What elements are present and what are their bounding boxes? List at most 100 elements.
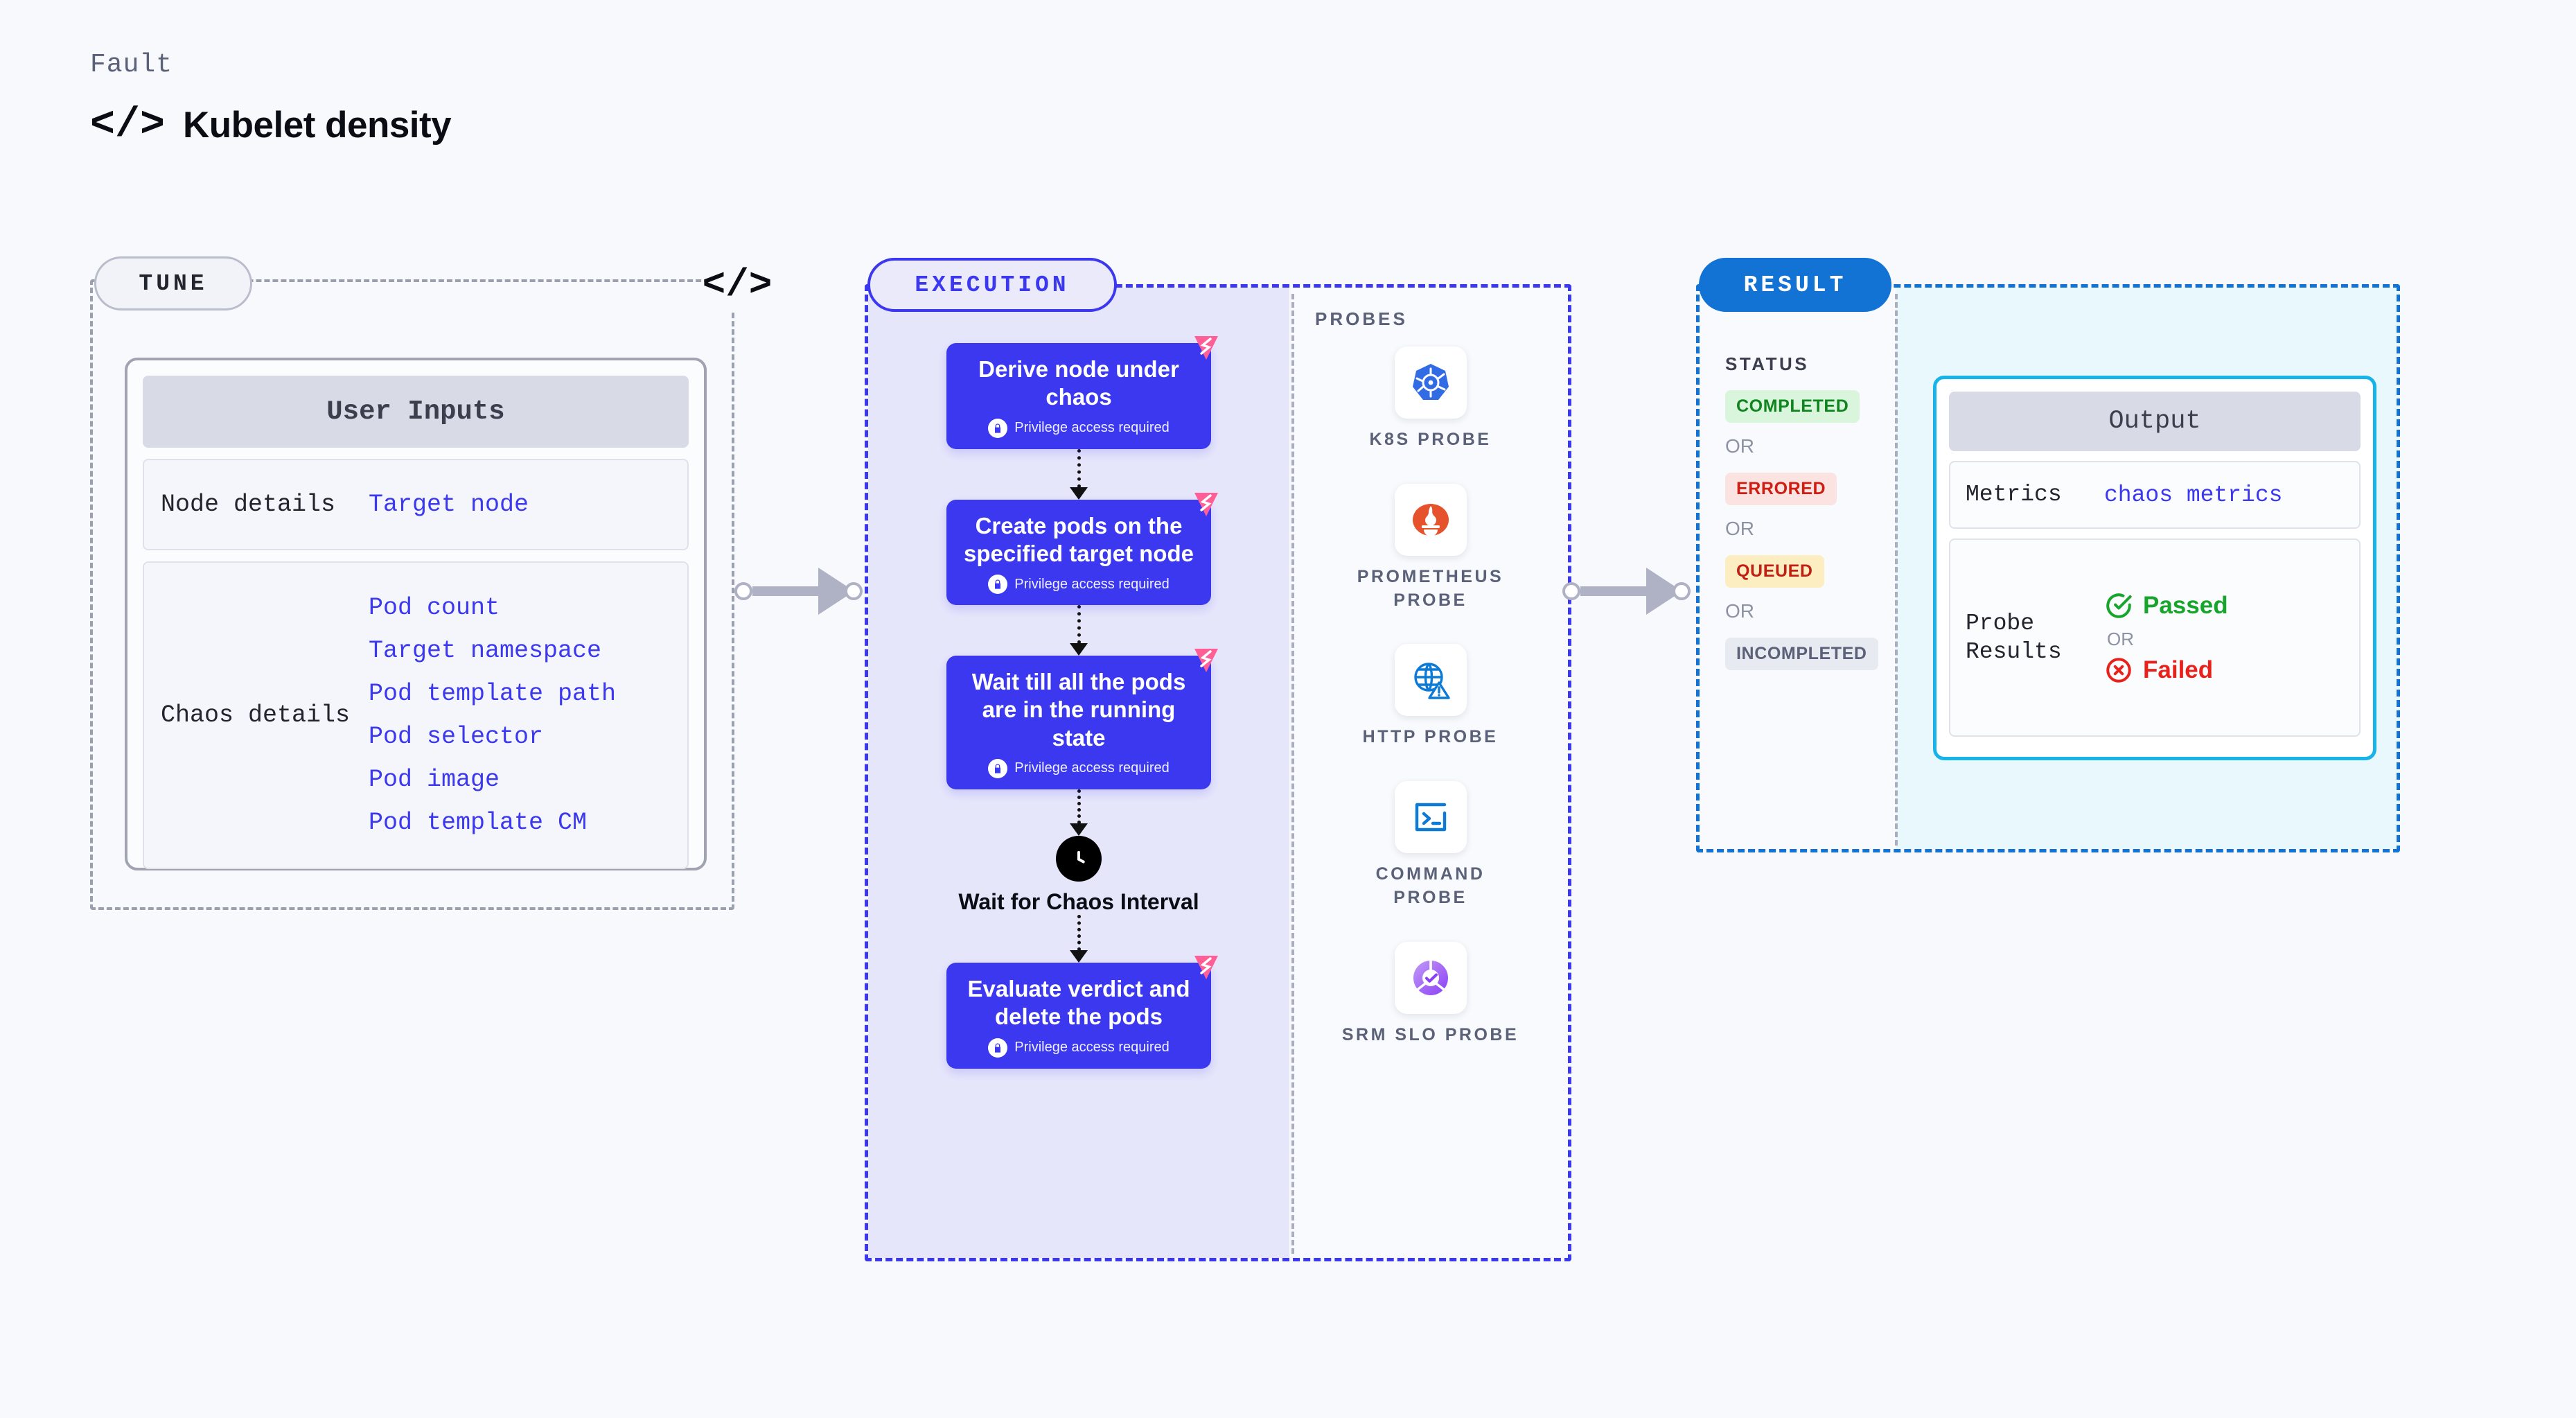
flow-arrow-line — [1077, 789, 1081, 824]
flow-node-create-pods[interactable]: Create pods on the specified target node… — [946, 492, 1218, 605]
flow-arrow-line — [1077, 915, 1081, 952]
probe-item-prometheus[interactable]: PROMETHEUS PROBE — [1341, 483, 1521, 613]
flow-node-evaluate-verdict[interactable]: Evaluate verdict and delete the pods Pri… — [946, 956, 1218, 1069]
node-details-section: Node details Target node — [143, 459, 689, 550]
input-pod-selector[interactable]: Pod selector — [369, 723, 544, 751]
flow-arrow-3 — [946, 789, 1211, 836]
result-pill-label: RESULT — [1699, 258, 1891, 312]
probe-item-k8s[interactable]: K8S PROBE — [1341, 347, 1521, 452]
harness-badge-icon — [1194, 492, 1218, 516]
output-probe-results-row: Probe Results Passed OR Failed — [1949, 539, 2361, 737]
harness-badge-icon — [1194, 956, 1218, 980]
status-badge-incompleted: INCOMPLETED — [1725, 638, 1878, 670]
execution-pill-label: EXECUTION — [867, 258, 1117, 312]
probe-label: PROMETHEUS PROBE — [1357, 566, 1504, 610]
input-target-namespace[interactable]: Target namespace — [369, 637, 602, 665]
privilege-text: Privilege access required — [1014, 420, 1170, 435]
input-pod-count[interactable]: Pod count — [369, 594, 500, 622]
input-pod-template-path[interactable]: Pod template path — [369, 680, 617, 708]
output-title: Output — [1949, 392, 2361, 451]
probe-item-srm-slo[interactable]: SRM SLO PROBE — [1341, 941, 1521, 1047]
flow-node-wait-for-chaos-interval: Wait for Chaos Interval — [946, 835, 1211, 915]
verdict-failed-label: Failed — [2143, 656, 2214, 683]
input-target-node[interactable]: Target node — [369, 491, 529, 518]
output-card: Output Metrics chaos metrics Probe Resul… — [1933, 376, 2376, 760]
probe-item-command[interactable]: COMMAND PROBE — [1341, 781, 1521, 910]
probes-list: K8S PROBE PROMETHEUS PROBE — [1293, 347, 1568, 1047]
flow-node-wait-pods-running[interactable]: Wait till all the pods are in the runnin… — [946, 649, 1218, 789]
probe-label: K8S PROBE — [1369, 430, 1492, 449]
chaos-details-section: Chaos details Pod count Target namespace… — [143, 561, 689, 869]
flow-node-title: Derive node under chaos — [978, 356, 1179, 410]
user-inputs-card: User Inputs Node details Target node Cha… — [125, 358, 707, 870]
harness-badge-icon — [1194, 649, 1218, 672]
connector-line — [1580, 586, 1648, 596]
connector-start-dot — [1562, 582, 1580, 600]
flow-arrow-head-icon — [1070, 643, 1088, 656]
connector-start-dot — [734, 582, 752, 600]
flow-arrow-head-icon — [1070, 823, 1088, 836]
probes-panel-background — [1293, 288, 1568, 1258]
privilege-text: Privilege access required — [1014, 760, 1170, 776]
result-divider — [1895, 294, 1898, 846]
verdict-failed: Failed — [2104, 656, 2228, 685]
chaos-details-values: Pod count Target namespace Pod template … — [369, 594, 616, 837]
output-metrics-row: Metrics chaos metrics — [1949, 461, 2361, 529]
status-title: STATUS — [1725, 353, 1810, 374]
page-kicker: Fault — [90, 50, 173, 80]
page-title: Kubelet density — [183, 105, 452, 146]
status-column: STATUS COMPLETED OR ERRORED OR QUEUED OR… — [1725, 353, 1898, 670]
input-pod-template-cm[interactable]: Pod template CM — [369, 809, 588, 837]
probe-results-label: Probe Results — [1966, 610, 2062, 665]
status-badge-completed: COMPLETED — [1725, 390, 1860, 423]
flow-arrow-line — [1077, 605, 1081, 644]
verdict-passed-label: Passed — [2143, 591, 2228, 619]
x-circle-icon — [2106, 657, 2131, 683]
probe-verdicts: Passed OR Failed — [2104, 591, 2228, 685]
lock-icon — [988, 758, 1008, 778]
verdict-passed: Passed — [2104, 591, 2228, 620]
status-badge-queued: QUEUED — [1725, 555, 1824, 588]
flow-arrow-head-icon — [1070, 487, 1088, 500]
execution-flow: Derive node under chaos Privilege access… — [868, 288, 1289, 1069]
harness-badge-icon — [1194, 336, 1218, 360]
check-circle-icon — [2106, 593, 2132, 618]
or-label: OR — [1725, 600, 1754, 622]
lock-icon — [988, 1038, 1008, 1058]
lock-icon — [988, 418, 1008, 438]
flow-arrow-head-icon — [1070, 950, 1088, 963]
clock-icon — [1056, 835, 1102, 882]
flow-node-privilege: Privilege access required — [959, 1038, 1199, 1058]
lock-icon — [988, 575, 1008, 594]
kubernetes-icon — [1394, 347, 1467, 419]
tune-code-icon: </> — [703, 258, 772, 312]
flow-arrow-2 — [946, 605, 1211, 656]
probe-item-http[interactable]: HTTP PROBE — [1341, 644, 1521, 749]
flow-node-privilege: Privilege access required — [959, 575, 1199, 594]
flow-arrow-line — [1077, 448, 1081, 488]
terminal-icon — [1394, 781, 1467, 853]
flow-node-derive-node-under-chaos[interactable]: Derive node under chaos Privilege access… — [946, 336, 1218, 449]
probe-label: HTTP PROBE — [1362, 727, 1499, 747]
slo-gauge-icon — [1394, 941, 1467, 1014]
input-pod-image[interactable]: Pod image — [369, 766, 500, 794]
flow-node-title: Create pods on the specified target node — [964, 512, 1194, 566]
metrics-value-link[interactable]: chaos metrics — [2104, 482, 2283, 508]
connector-end-dot — [1673, 582, 1691, 600]
privilege-text: Privilege access required — [1014, 576, 1170, 592]
connector-execution-to-result — [1562, 567, 1691, 615]
probe-label: COMMAND PROBE — [1375, 864, 1485, 907]
tune-section-boundary — [90, 279, 734, 910]
probes-title: PROBES — [1315, 308, 1408, 329]
flow-arrow-4 — [946, 915, 1211, 963]
flow-arrow-1 — [946, 448, 1211, 500]
wait-step-label: Wait for Chaos Interval — [958, 889, 1199, 914]
flow-node-title: Wait till all the pods are in the runnin… — [971, 669, 1186, 751]
result-section-boundary — [1696, 284, 2400, 852]
probes-divider — [1291, 294, 1294, 1254]
flow-node-privilege: Privilege access required — [959, 758, 1199, 778]
globe-warning-icon — [1394, 644, 1467, 717]
connector-line — [752, 586, 820, 596]
node-details-values: Target node — [369, 491, 529, 518]
